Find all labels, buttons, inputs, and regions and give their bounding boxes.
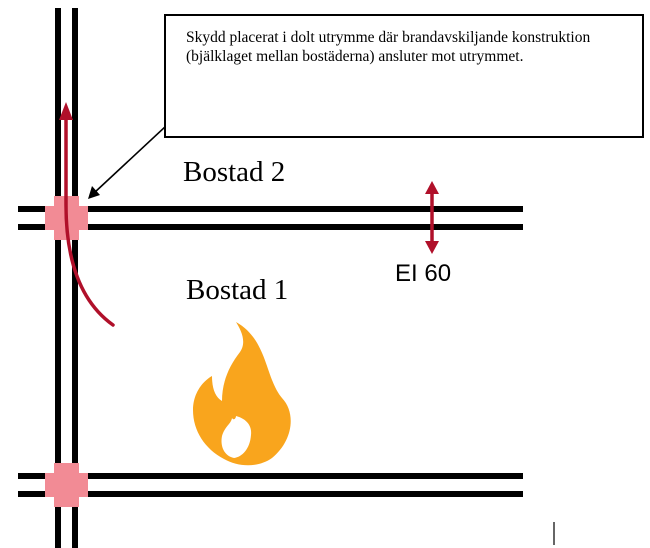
floor-slab-lower xyxy=(18,473,523,497)
room-label-bostad-1: Bostad 1 xyxy=(186,274,289,306)
floor-slab-upper xyxy=(18,206,523,230)
floor-slab-lower-line-top xyxy=(18,473,523,479)
floor-slab-upper-line-top xyxy=(18,206,523,212)
vertical-wall-line-right xyxy=(72,8,78,548)
vertical-wall-line-left xyxy=(55,8,61,548)
fire-icon xyxy=(193,322,291,466)
fire-protection-marker-icon xyxy=(45,463,88,507)
room-label-bostad-2: Bostad 2 xyxy=(183,156,286,188)
floor-slab-lower-line-bottom xyxy=(18,491,523,497)
fire-spread-arrow-icon xyxy=(59,102,115,327)
callout-box: Skydd placerat i dolt utrymme där branda… xyxy=(164,14,644,138)
double-headed-arrow-icon xyxy=(425,181,439,254)
floor-slab-upper-line-bottom xyxy=(18,224,523,230)
vertical-wall xyxy=(55,8,78,548)
callout-pointer-arrow xyxy=(88,125,167,199)
fire-rating-label: EI 60 xyxy=(395,260,452,287)
callout-text: Skydd placerat i dolt utrymme där branda… xyxy=(186,29,591,66)
